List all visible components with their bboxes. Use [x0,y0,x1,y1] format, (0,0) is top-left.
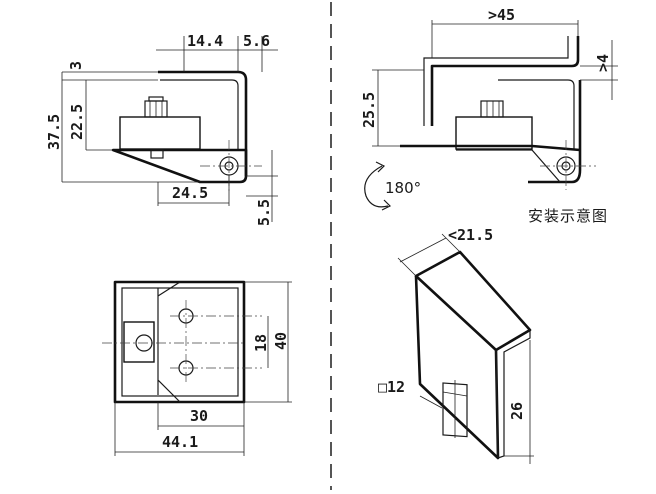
strip-top [158,70,248,176]
isometric-view: <21.5 26 □12 [378,226,534,464]
installed-view: >45 >4 25.5 180° 安装示意图 [360,6,618,225]
dim-22-5: 22.5 [68,104,86,140]
dim-30: 30 [190,407,208,425]
dim-37-5: 37.5 [45,114,63,150]
iso-top-face [414,250,532,352]
dim-5-6: 5.6 [243,32,270,50]
dim-44-1: 44.1 [162,433,198,451]
iso-front-face [414,275,500,460]
dim-18: 18 [252,334,270,352]
installed-strip-top [430,36,580,126]
front-tab [123,321,155,363]
installed-pivot-hole [556,156,576,176]
install-diagram-caption: 安装示意图 [528,207,608,225]
dim-3: 3 [67,61,85,70]
dim-40: 40 [272,332,290,350]
strip-inner [160,79,239,150]
dim-24-5: 24.5 [172,184,208,202]
dim-gt-4: >4 [594,54,612,72]
dim-lt-21-5: <21.5 [448,226,493,244]
side-view: 14.4 5.6 3 37.5 22.5 24.5 5.5 [45,32,278,226]
base-plate [111,148,248,184]
dim-26: 26 [508,402,526,420]
installed-strip-inner [498,79,575,150]
rotation-arrow-icon [364,165,389,208]
dim-5-5: 5.5 [255,199,273,226]
installed-body [455,116,533,150]
front-view: 18 40 30 44.1 [102,280,292,456]
cam-body [119,116,201,150]
dim-25-5: 25.5 [360,92,378,128]
dim-square-12: □12 [378,378,405,396]
rotation-label: 180° [385,179,421,197]
dim-gt-45: >45 [488,6,515,24]
dim-14-4: 14.4 [187,32,223,50]
